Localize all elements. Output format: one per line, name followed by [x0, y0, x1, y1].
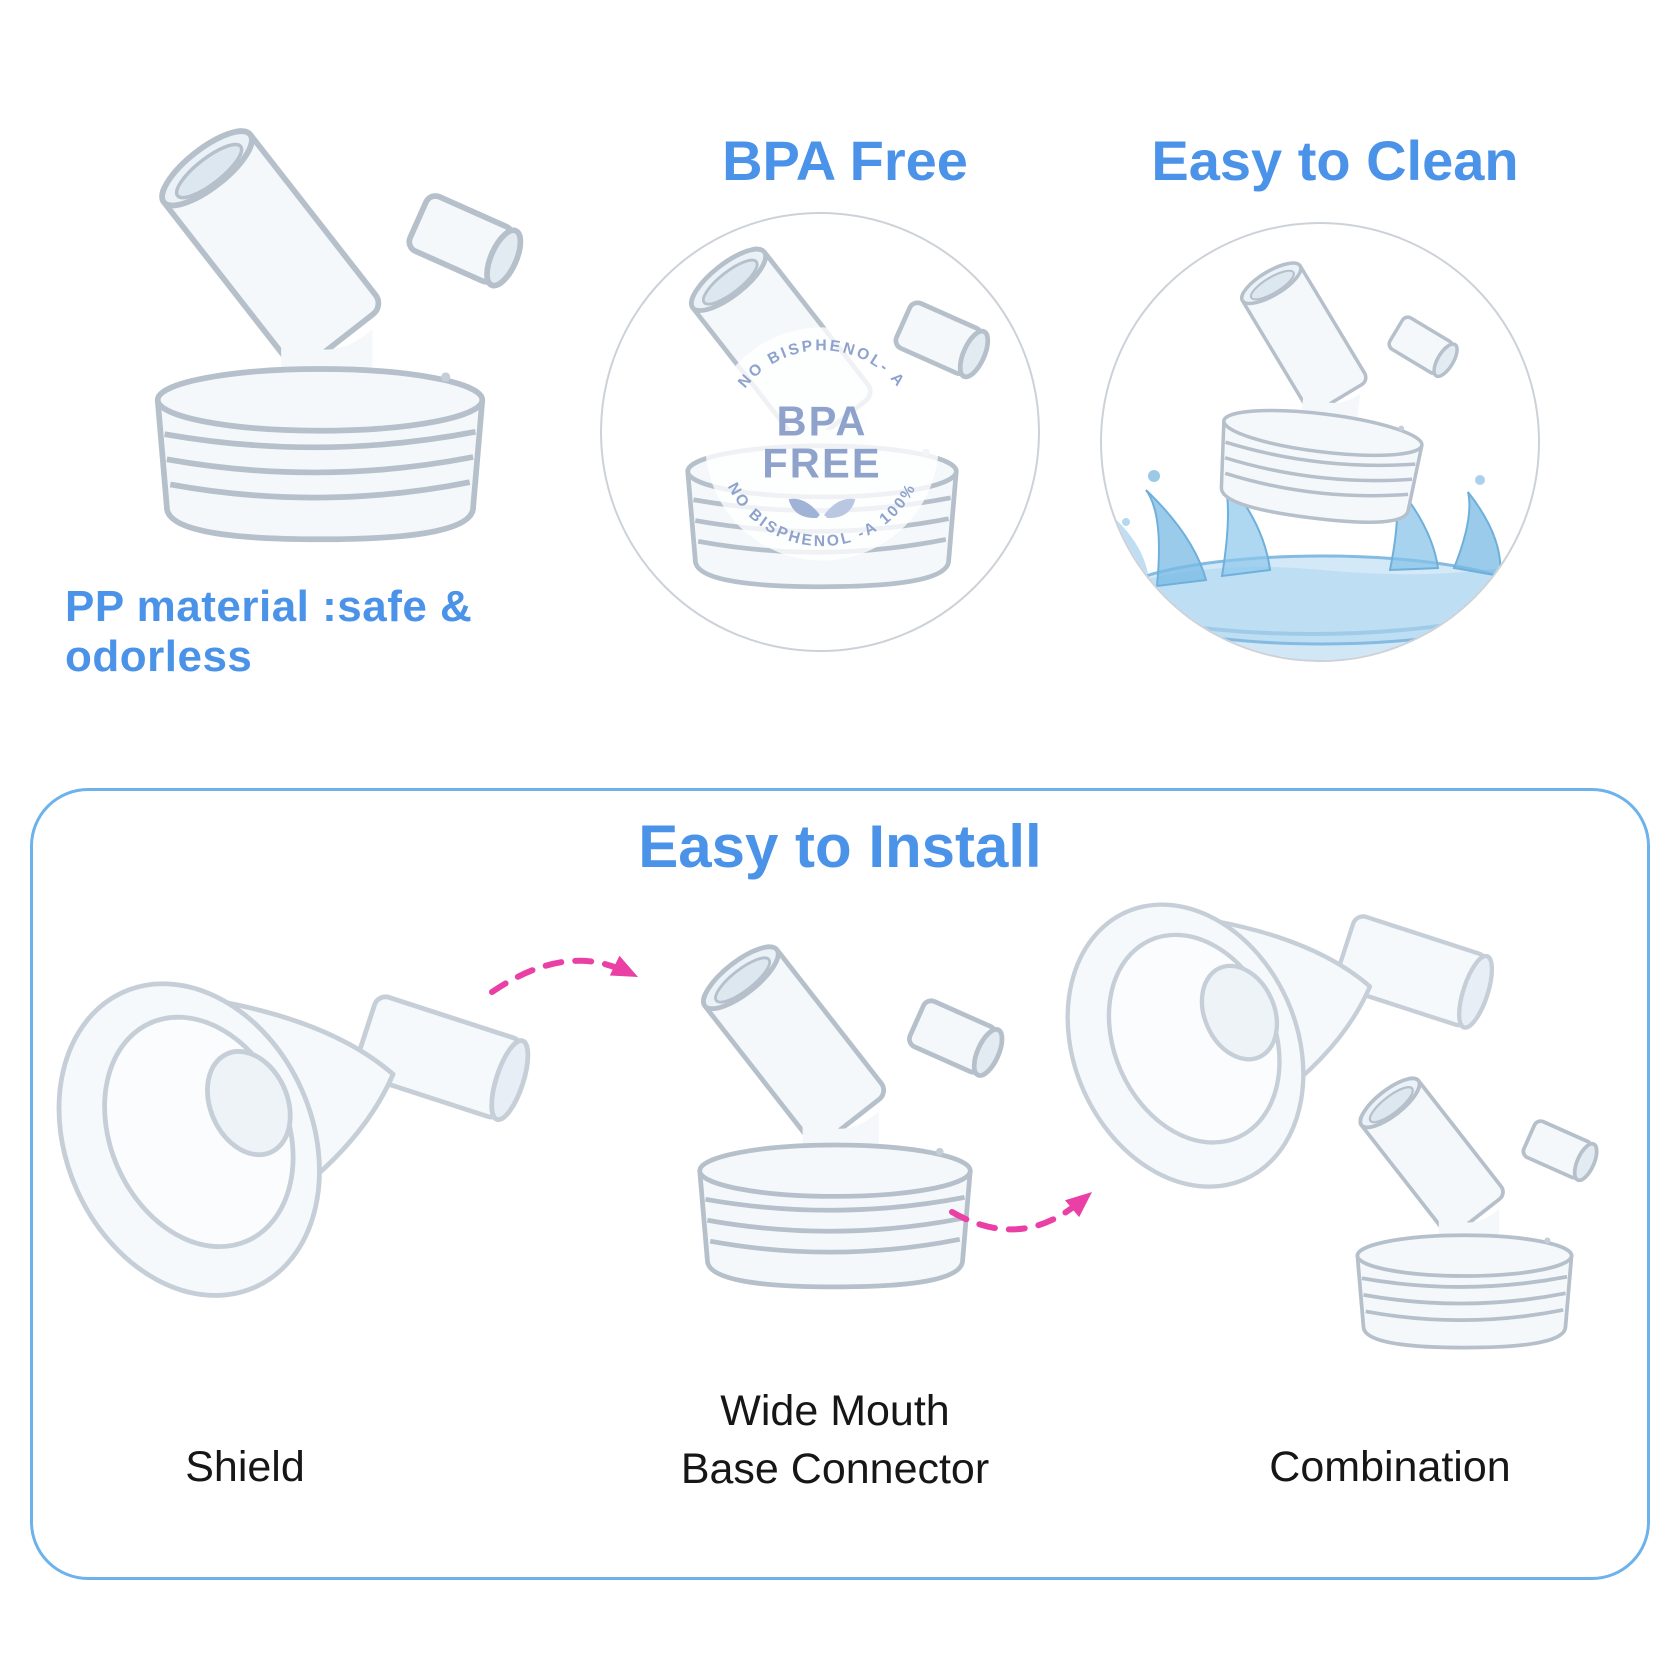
water-splash-icon — [1102, 451, 1538, 660]
base-connector-label: Wide Mouth Base Connector — [680, 1387, 990, 1494]
connector-photo — [55, 105, 585, 585]
bpa-text: BPA — [776, 398, 867, 445]
connector-illustration — [1208, 247, 1473, 536]
combination-label: Combination — [1269, 1443, 1511, 1491]
combination-illustration — [1055, 835, 1635, 1380]
leaf-icon — [788, 498, 856, 519]
connector-illustration — [55, 105, 585, 585]
easy-to-install-title: Easy to Install — [638, 813, 1042, 880]
bpa-badge: NO BISPHENOL- A BPA FREE NO BISPHENOL -A… — [705, 327, 939, 561]
bpa-free-heading: BPA Free — [722, 129, 968, 192]
easy-to-clean-heading: Easy to Clean — [1151, 129, 1519, 192]
bpa-free-circle: NO BISPHENOL- A BPA FREE NO BISPHENOL -A… — [600, 212, 1040, 652]
shield-illustration — [45, 895, 545, 1365]
shield-label: Shield — [185, 1443, 305, 1491]
easy-to-clean-circle — [1100, 222, 1540, 662]
pp-material-caption: PP material :safe & odorless — [65, 582, 473, 681]
base-connector-illustration — [615, 925, 1055, 1325]
free-text: FREE — [762, 439, 881, 486]
